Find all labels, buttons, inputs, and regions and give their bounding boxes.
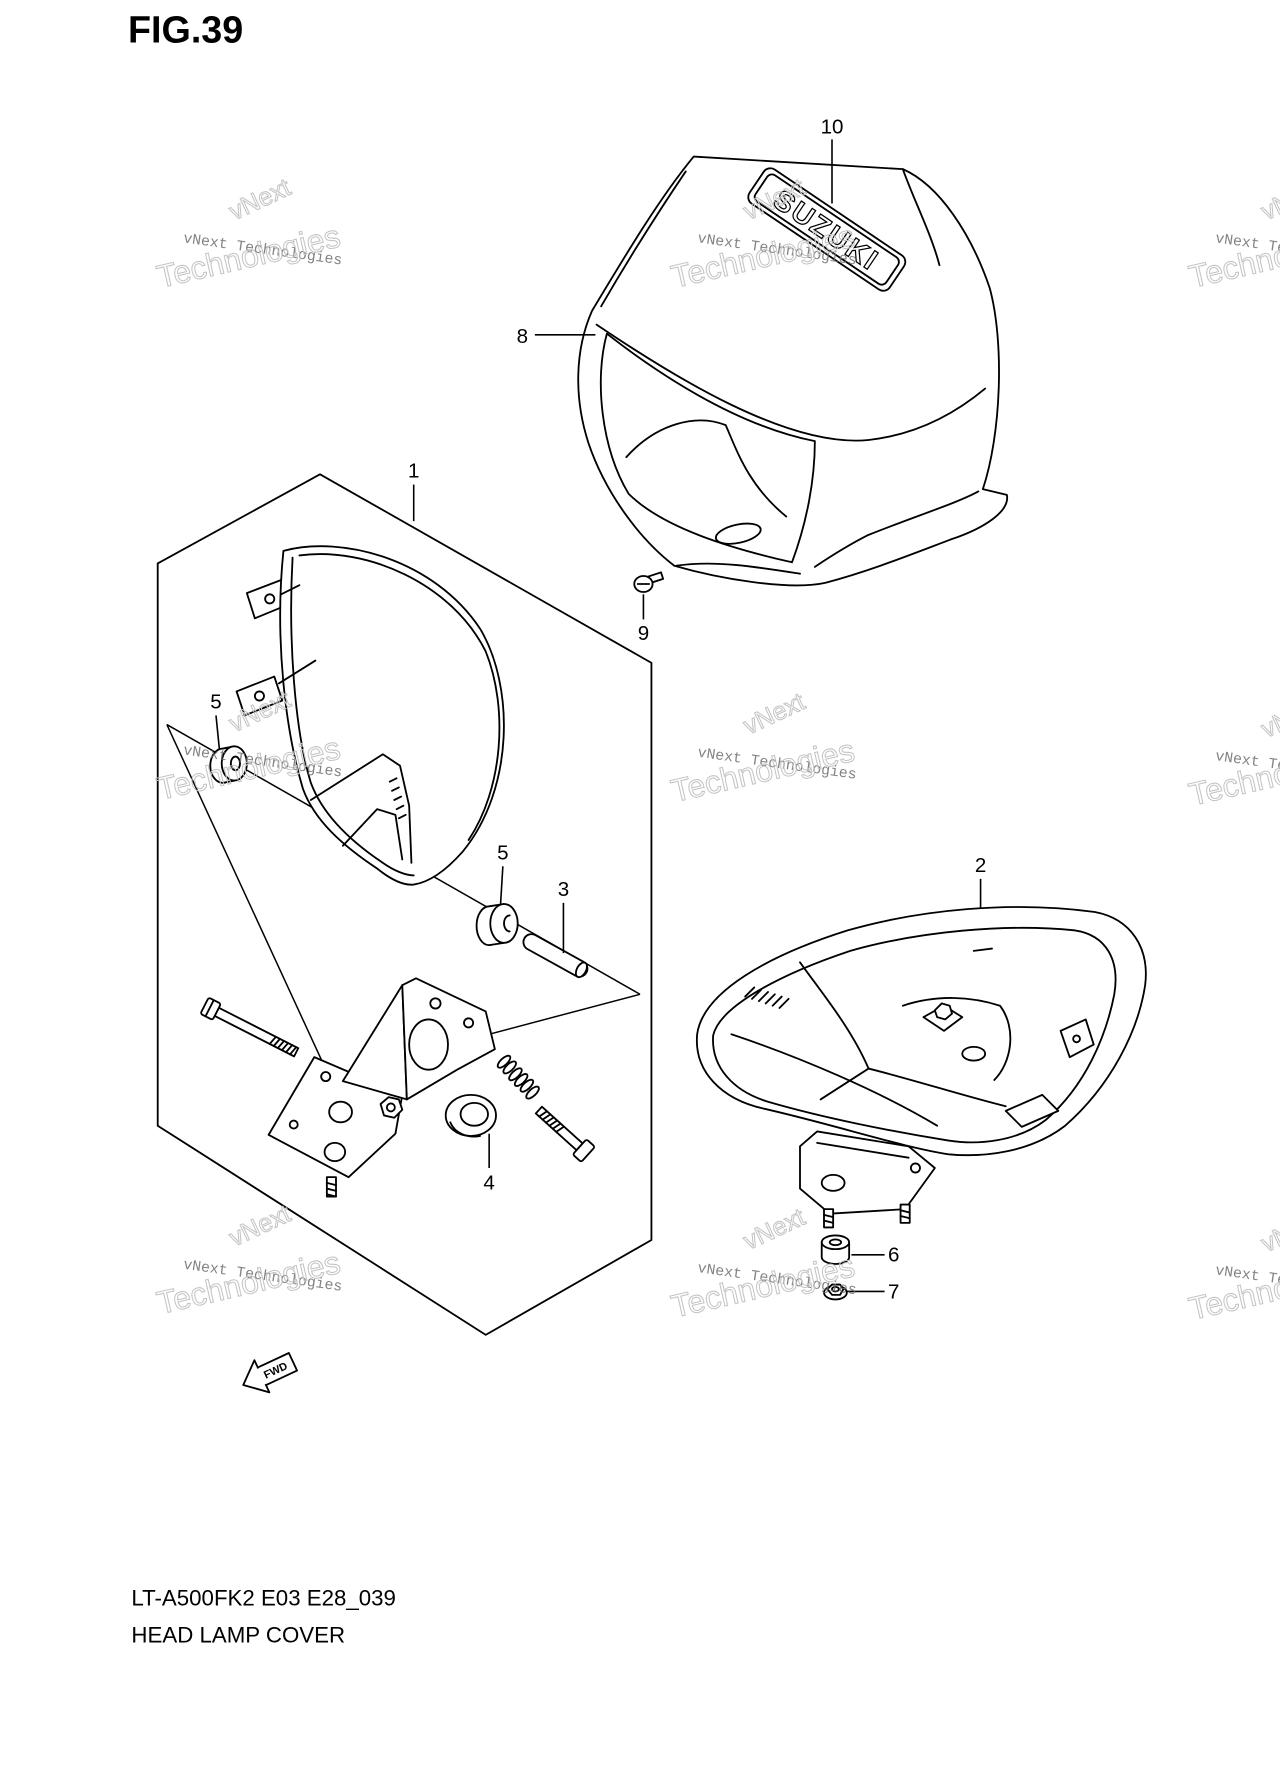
watermark-full-text: vNext Technologies (182, 231, 343, 269)
watermark-brand-text: vNext (739, 688, 809, 741)
watermark-word-text: Technologies (1185, 1250, 1280, 1327)
callout-number: 2 (975, 854, 986, 877)
callout-number: 4 (483, 1172, 494, 1195)
head-lamp-rear-cover (696, 906, 1147, 1229)
leader-line (215, 715, 221, 750)
caption-model-code: LT-A500FK2 E03 E28_039 (131, 1586, 395, 1611)
callouts: 10 8 1 9 5 5 3 2 4 6 7 (210, 116, 986, 1304)
cover-lamp-window (599, 332, 816, 564)
bolt (200, 997, 300, 1058)
watermark-full-text: vNext Technologies (182, 1258, 343, 1296)
cover-screw (633, 571, 665, 593)
watermark-full-text: vNext Technologies (696, 746, 857, 784)
mount-stud (899, 1203, 911, 1224)
caption-title: HEAD LAMP COVER (131, 1622, 345, 1647)
callout-number: 10 (821, 116, 844, 139)
fwd-arrow-icon: FWD (242, 1352, 298, 1394)
cover-slot (714, 522, 762, 545)
callout-number: 9 (638, 622, 649, 645)
watermark-word-text: Technologies (153, 1244, 343, 1321)
watermark-brand-text: vNext (1257, 1205, 1280, 1258)
housing-shell (279, 545, 505, 886)
rear-cover-mount (799, 1130, 936, 1215)
bracket (267, 977, 496, 1198)
callout-number: 7 (888, 1280, 899, 1303)
callout-number: 8 (517, 325, 528, 348)
grommet (475, 903, 519, 947)
grommet (209, 745, 248, 784)
watermark-brand-text: vNext (1257, 173, 1280, 226)
bracket-stud (325, 1176, 337, 1198)
spring (496, 1054, 540, 1100)
callout-number: 1 (408, 460, 419, 483)
callout-number: 5 (210, 691, 221, 714)
head-lamp-cover: SUZUKI (577, 155, 1008, 587)
alignment-line (166, 724, 330, 1077)
watermark-word-text: Technologies (153, 218, 343, 295)
callout-number: 5 (497, 841, 508, 864)
nut (823, 1283, 848, 1301)
watermark-brand-text: vNext (739, 1203, 809, 1256)
watermark-brand-text: vNext (1257, 691, 1280, 744)
leader-line (499, 866, 504, 905)
watermark-word-text: Technologies (668, 732, 858, 809)
callout-number: 3 (558, 878, 569, 901)
head-lamp-housing (235, 545, 505, 886)
watermark-full-text: vNext Technologies (1214, 231, 1280, 269)
watermark-full-text: vNext Technologies (1214, 1263, 1280, 1301)
watermark-full-text: vNext Technologies (1214, 749, 1280, 787)
watermark-word-text: Technologies (1185, 218, 1280, 295)
bracket-gusset (341, 984, 408, 1101)
mount-cushion (820, 1234, 851, 1265)
figure-title: FIG.39 (128, 8, 243, 50)
mount-stud (823, 1208, 835, 1229)
leader-lines (215, 139, 982, 1293)
assembly-outline (156, 473, 653, 1336)
watermark-brand-text: vNext (225, 173, 295, 226)
watermark-word-text: Technologies (1185, 735, 1280, 812)
screw (534, 1105, 595, 1163)
pin (522, 933, 589, 979)
rubber-grommet (444, 1093, 497, 1138)
callout-number: 6 (888, 1244, 899, 1267)
